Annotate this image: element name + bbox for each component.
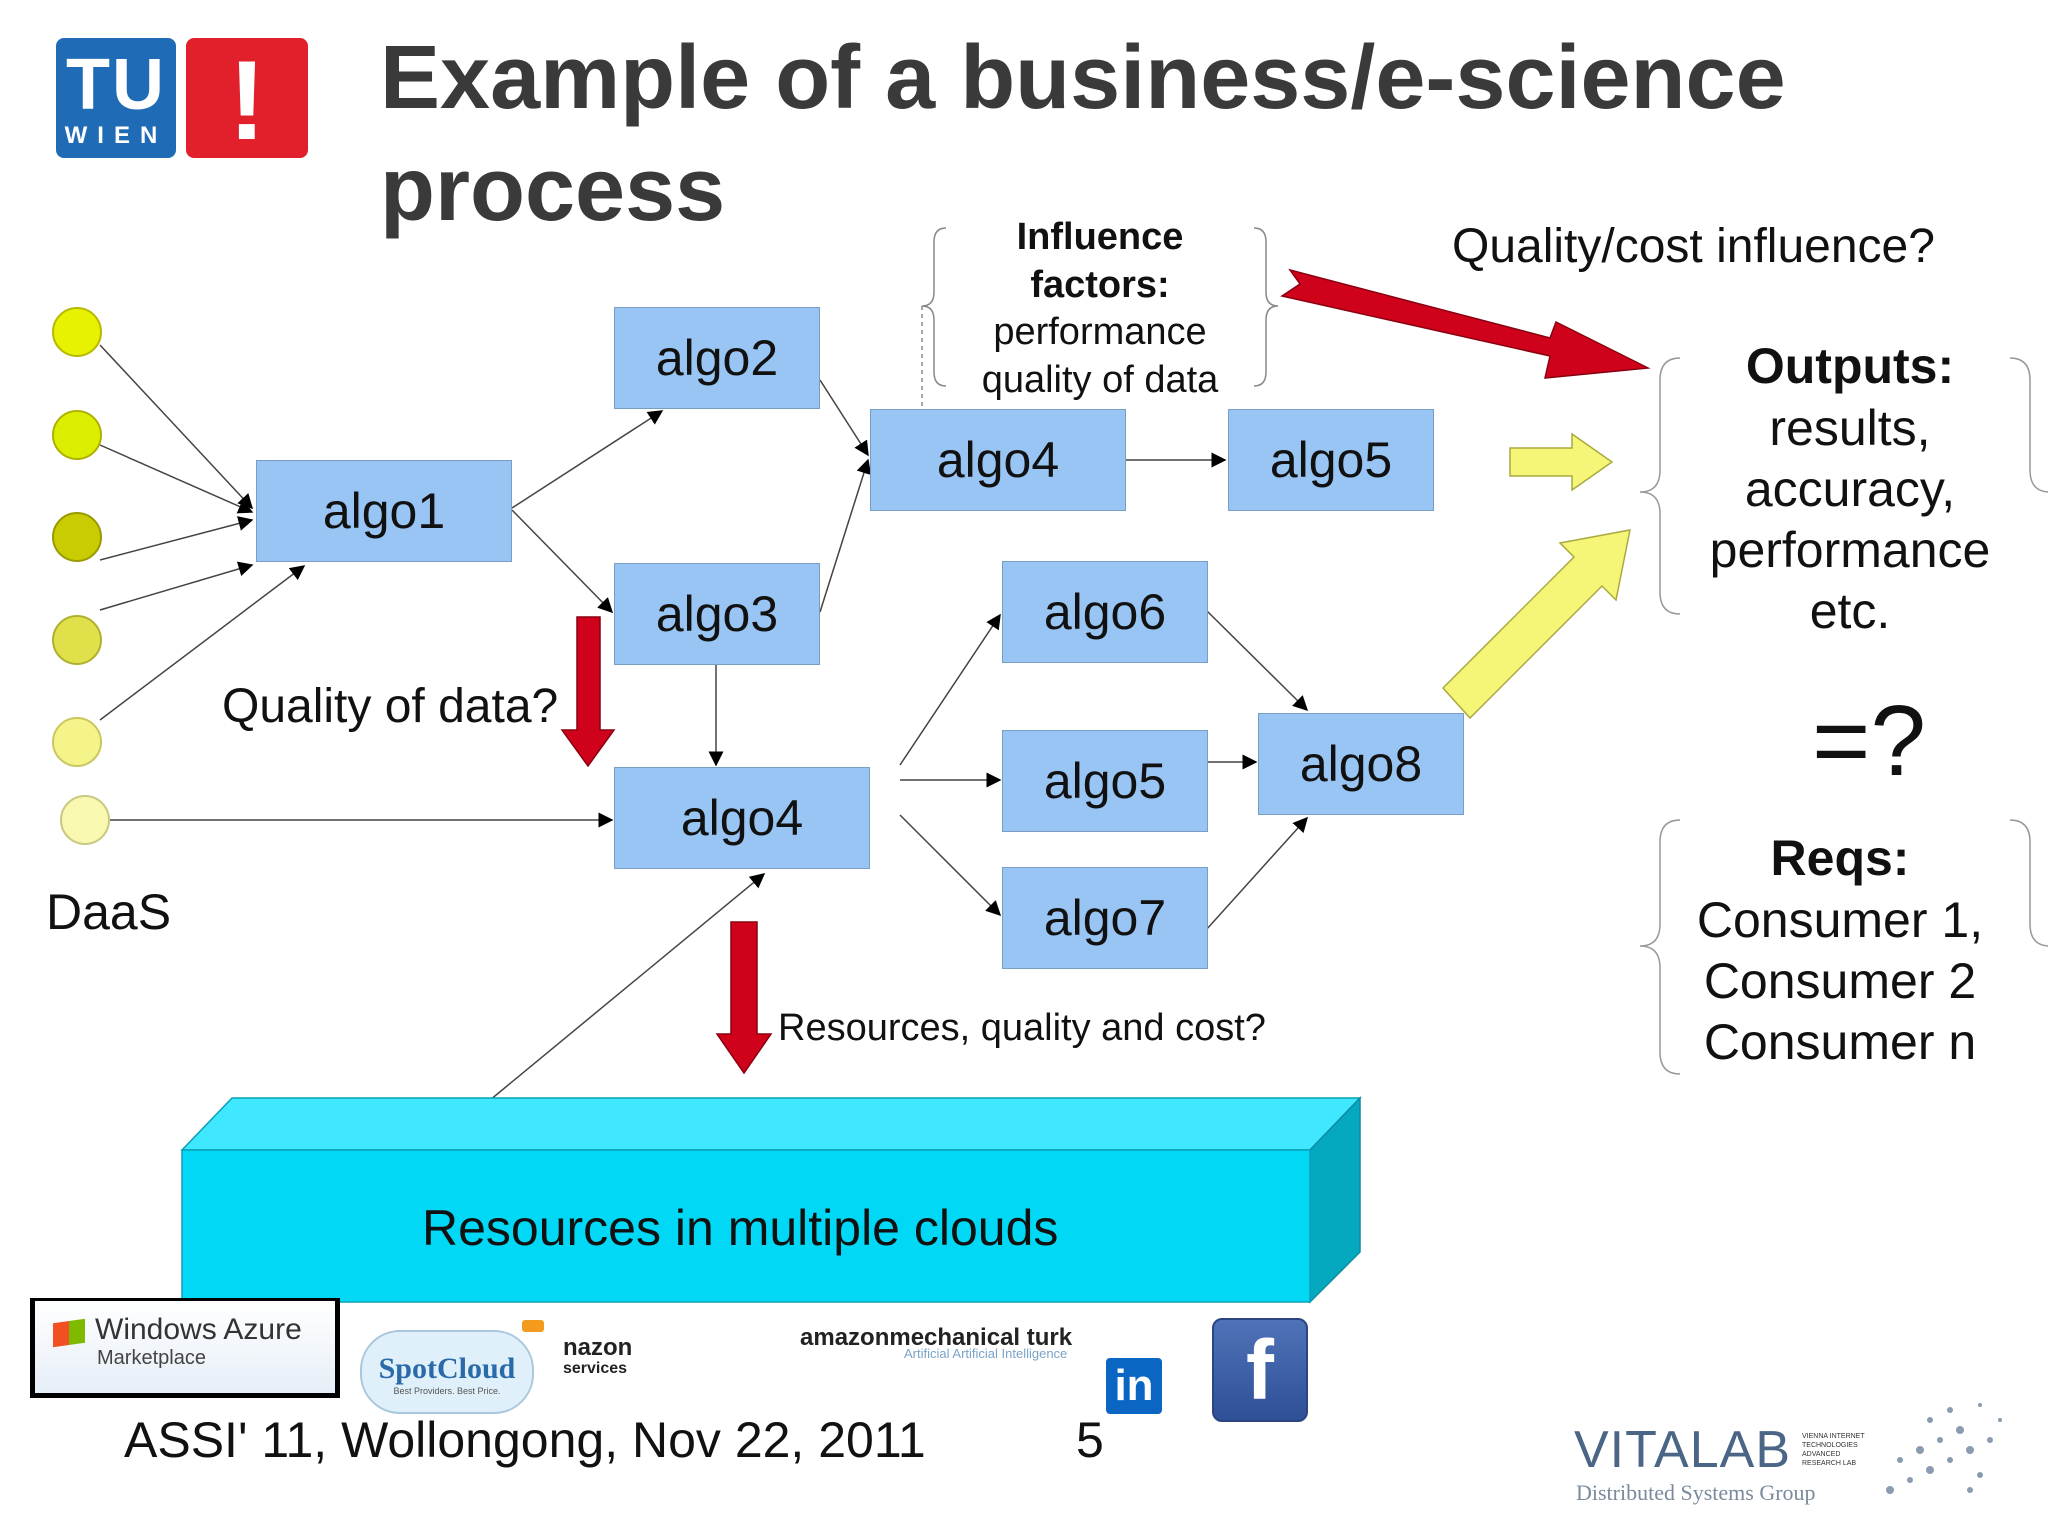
data-source-dot — [52, 512, 102, 562]
vitalab-small-line: ADVANCED — [1802, 1451, 1841, 1458]
exclamation-mark: ! — [228, 38, 266, 163]
vitalab-group: Distributed Systems Group — [1576, 1480, 1816, 1505]
amazon-ws-line2: services — [563, 1360, 628, 1377]
spotcloud-text: SpotCloud — [378, 1352, 516, 1385]
node-algo4-top: algo4 — [870, 409, 1126, 511]
outputs-title: Outputs: — [1745, 338, 1955, 394]
amazon-mturk-logo: amazonmechanical turk — [800, 1324, 1073, 1351]
resources-arrow — [715, 921, 773, 1075]
spotcloud-logo: SpotCloud Best Providers. Best Price. — [360, 1330, 534, 1414]
azure-title: Windows Azure — [95, 1313, 302, 1346]
reqs-line-2: Consumer 2 — [1703, 953, 1977, 1009]
red-arrows — [560, 268, 1651, 1075]
wien-logo-text: WIEN — [64, 122, 168, 149]
node-algo5-top: algo5 — [1228, 409, 1434, 511]
data-source-dot — [52, 410, 102, 460]
node-algo7: algo7 — [1002, 867, 1208, 969]
outputs-arrow-right — [1509, 432, 1614, 492]
daas-sources — [52, 307, 110, 845]
algo-connectors — [249, 379, 1309, 1299]
tu-exclamation-logo: ! — [186, 38, 308, 163]
resources-question-label: Resources, quality and cost? — [778, 1007, 1266, 1049]
vitalab-logo: VITALAB — [1574, 1421, 1792, 1479]
footer-conference: ASSI' 11, Wollongong, Nov 22, 2011 — [124, 1412, 926, 1468]
reqs-title: Reqs: — [1770, 830, 1910, 886]
linkedin-icon: in — [1106, 1358, 1162, 1414]
vitalab-dots-icon — [1886, 1403, 2002, 1494]
yellow-arrows — [1441, 432, 1631, 720]
quality-of-data-label: Quality of data? — [222, 680, 559, 733]
amazon-mturk-subtitle: Artificial Artificial Intelligence — [904, 1346, 1068, 1361]
node-algo2: algo2 — [614, 307, 820, 409]
influence-factors-title: Influence factors: — [1016, 216, 1184, 306]
node-algo4-bottom: algo4 — [614, 767, 870, 869]
amazon-ws-cube-icon — [522, 1320, 544, 1332]
node-algo1: algo1 — [256, 460, 512, 562]
quality-cost-arrow — [1280, 268, 1651, 379]
amazon-ws-line1: nazon — [563, 1334, 633, 1361]
data-source-dot — [52, 717, 102, 767]
spotcloud-tagline: Best Providers. Best Price. — [393, 1386, 501, 1396]
reqs-line-3: Consumer n — [1703, 1014, 1977, 1070]
vitalab-small-line: RESEARCH LAB — [1802, 1460, 1857, 1467]
reqs-line-1: Consumer 1, — [1696, 892, 1984, 948]
footer-page-number: 5 — [1076, 1412, 1104, 1468]
windows-azure-logo: Windows Azure Marketplace — [30, 1298, 340, 1398]
tu-wien-logo: TU WIEN — [56, 38, 176, 158]
vitalab-small-text: VIENNA INTERNET TECHNOLOGIES ADVANCED RE… — [1802, 1432, 1865, 1468]
data-source-dot — [52, 615, 102, 665]
influence-brace — [921, 227, 1279, 408]
outputs-brace — [1639, 357, 2048, 1075]
node-algo3: algo3 — [614, 563, 820, 665]
influence-quality-of-data: quality of data — [981, 359, 1219, 401]
node-algo8: algo8 — [1258, 713, 1464, 815]
slide-title: Example of a business/e-science process — [380, 28, 1786, 240]
data-source-dot — [60, 795, 110, 845]
data-source-dot — [52, 307, 102, 357]
clouds-label: Resources in multiple clouds — [422, 1200, 1059, 1256]
outputs-line-1: results, — [1769, 400, 1931, 456]
clouds-box — [180, 1096, 1362, 1304]
windows-flag-icon — [53, 1318, 85, 1348]
outputs-line-4: etc. — [1809, 583, 1891, 639]
quality-data-arrow — [560, 616, 616, 768]
outputs-line-3: performance — [1709, 522, 1991, 578]
facebook-icon: f — [1212, 1318, 1308, 1422]
azure-subtitle: Marketplace — [97, 1347, 206, 1369]
tu-logo-text: TU — [66, 45, 166, 125]
source-connectors — [99, 344, 614, 828]
vitalab-small-line: TECHNOLOGIES — [1802, 1442, 1858, 1449]
vitalab-small-line: VIENNA INTERNET — [1802, 1433, 1865, 1440]
equals-question: =? — [1812, 685, 1927, 797]
outputs-arrow-diagonal — [1441, 529, 1631, 720]
daas-label: DaaS — [46, 884, 172, 940]
influence-performance: performance — [993, 311, 1207, 353]
node-algo5-mid: algo5 — [1002, 730, 1208, 832]
node-algo6: algo6 — [1002, 561, 1208, 663]
quality-cost-label: Quality/cost influence? — [1452, 220, 1935, 273]
outputs-line-2: accuracy, — [1744, 461, 1956, 517]
